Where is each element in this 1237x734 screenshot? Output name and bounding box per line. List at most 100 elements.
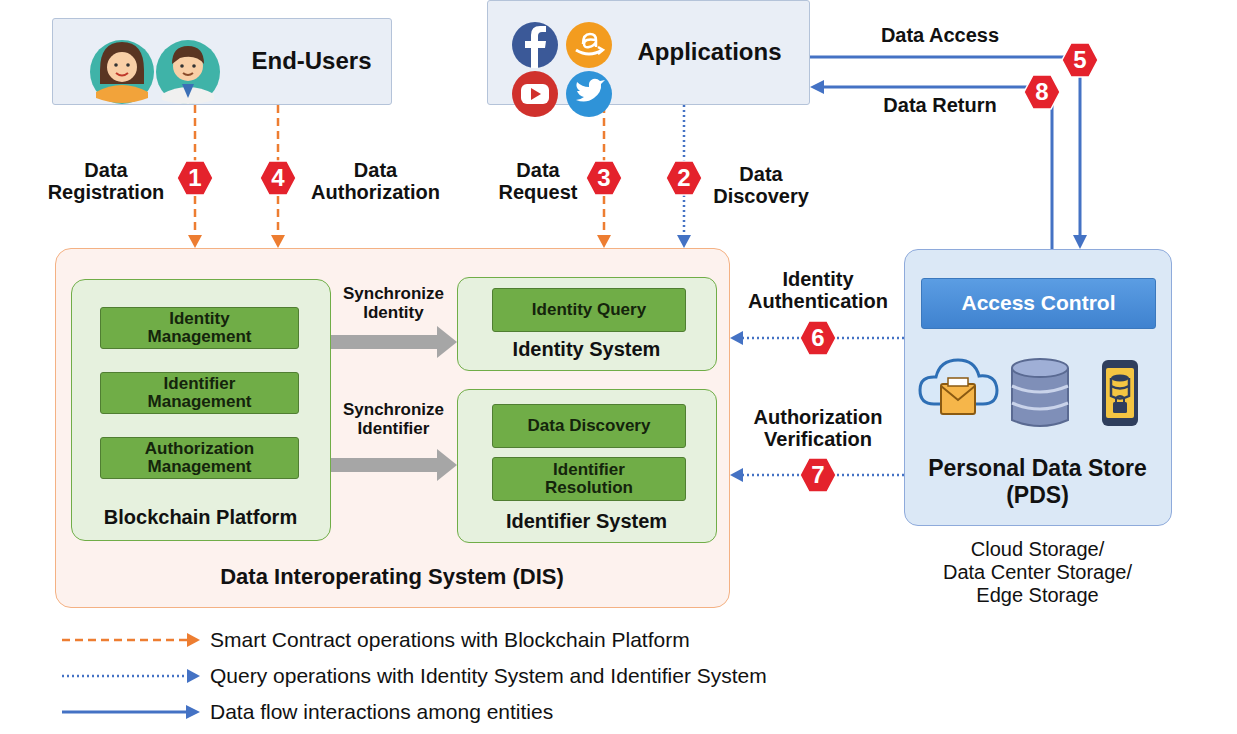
- text-slot: Data Discovery: [522, 404, 656, 448]
- text-slot: Data Interoperating System (DIS): [55, 554, 730, 600]
- caption-line: Edge Storage: [943, 584, 1132, 607]
- text-slot: Identifier Management: [120, 372, 279, 414]
- edge-label-slot: Data Request: [490, 154, 586, 208]
- edge-label-slot: Data Access: [850, 21, 1030, 49]
- text-slot: Cloud Storage/ Data Center Storage/ Edge…: [884, 531, 1192, 615]
- twitter-logo: [566, 71, 612, 117]
- node-title: Personal Data Store (PDS): [918, 455, 1158, 508]
- node-title: Authorization Management: [120, 440, 279, 476]
- edge-label: Data Request: [490, 159, 586, 204]
- text-slot: Identifier Resolution: [522, 457, 656, 501]
- node-title: Blockchain Platform: [104, 506, 297, 529]
- legend-sample: [60, 701, 202, 723]
- callout-number: 3: [597, 165, 610, 192]
- legend-text: Data flow interactions among entities: [210, 700, 553, 724]
- node-title: End-Users: [251, 47, 371, 75]
- text-slot: Authorization Management: [120, 437, 279, 479]
- mobile-storage-icon: [1102, 360, 1138, 426]
- edge-label-slot: Data Discovery: [702, 158, 820, 212]
- module-box: Authorization Management: [100, 437, 299, 479]
- platform-box: Identity ManagementIdentifier Management…: [71, 279, 331, 541]
- edge-label-slot: Data Registration: [36, 154, 176, 208]
- module-box: Data Discovery: [492, 404, 686, 448]
- callout-badge: 7: [799, 456, 837, 494]
- callout-badge: 1: [176, 159, 214, 197]
- node-title: Data Discovery: [528, 417, 651, 435]
- edge-label: Data Discovery: [702, 163, 820, 208]
- access-control-box: Access Control: [921, 278, 1156, 329]
- node-title: Identifier Management: [120, 375, 279, 411]
- node-title: Identity Management: [120, 310, 279, 346]
- node-title: Access Control: [961, 291, 1115, 315]
- node-title: Applications: [637, 38, 781, 66]
- node-title: Data Interoperating System (DIS): [220, 564, 564, 589]
- edge-label: Data Return: [883, 94, 996, 116]
- text-slot: End-Users: [237, 18, 387, 105]
- caption-line: Cloud Storage/: [943, 538, 1132, 561]
- text-slot: Access Control: [921, 278, 1156, 329]
- text-slot: Identity Query: [522, 288, 656, 332]
- edge-label-slot: Synchronize Identifier: [330, 398, 457, 440]
- legend-row: Data flow interactions among entities: [60, 694, 767, 730]
- facebook-logo: [512, 22, 558, 68]
- module-box: Identifier Management: [100, 372, 299, 414]
- callout-number: 6: [811, 325, 824, 352]
- callout-number: 7: [811, 462, 824, 489]
- connector: [824, 87, 1052, 249]
- callout-number: 4: [271, 165, 284, 192]
- text-slot: Applications: [620, 0, 800, 105]
- youtube-logo: [512, 71, 558, 117]
- legend-sample: [60, 665, 202, 687]
- callout-badge: 5: [1061, 41, 1099, 79]
- connector: [331, 458, 437, 472]
- system-box: Identity QueryIdentity System: [457, 277, 717, 371]
- edge-label-slot: Data Return: [850, 91, 1030, 119]
- edge-label: Data Access: [881, 24, 999, 46]
- text-slot: Identity System: [457, 333, 717, 367]
- system-box: Data DiscoveryIdentifier ResolutionIdent…: [457, 389, 717, 543]
- connector: [331, 335, 437, 349]
- edge-label: Identity Authentication: [732, 268, 904, 313]
- database-icon: [1012, 359, 1068, 426]
- node-caption: Cloud Storage/ Data Center Storage/ Edge…: [943, 538, 1132, 607]
- text-slot: Identifier System: [457, 505, 717, 539]
- node-title: Identity Query: [532, 301, 646, 319]
- text-slot: Identity Management: [120, 307, 279, 349]
- edge-label-slot: Data Authorization: [293, 154, 458, 208]
- text-slot: Personal Data Store (PDS): [918, 447, 1158, 517]
- callout-badge: 6: [799, 319, 837, 357]
- edge-label: Authorization Verification: [726, 406, 910, 451]
- callout-number: 8: [1035, 79, 1048, 106]
- node-title: Identifier System: [506, 510, 667, 533]
- callout-number: 1: [188, 165, 201, 192]
- callout-number: 5: [1073, 47, 1086, 74]
- text-slot: Blockchain Platform: [71, 499, 331, 537]
- user-avatar: [156, 40, 220, 104]
- edge-label: Data Authorization: [293, 159, 458, 204]
- callout-badge: 8: [1023, 73, 1061, 111]
- caption-line: Data Center Storage/: [943, 561, 1132, 584]
- edge-label-slot: Identity Authentication: [732, 266, 904, 314]
- callout-badge: 2: [665, 159, 703, 197]
- module-box: Identifier Resolution: [492, 457, 686, 501]
- edge-label-slot: Synchronize Identity: [330, 282, 457, 324]
- edge-label: Data Registration: [36, 159, 176, 204]
- user-avatar: [90, 40, 154, 104]
- callout-badge: 3: [585, 159, 623, 197]
- legend: Smart Contract operations with Blockchai…: [60, 622, 767, 730]
- legend-text: Query operations with Identity System an…: [210, 664, 767, 688]
- callout-badge: 4: [259, 159, 297, 197]
- legend-row: Smart Contract operations with Blockchai…: [60, 622, 767, 658]
- edge-label: Synchronize Identity: [330, 284, 457, 322]
- node-title: Identifier Resolution: [522, 461, 656, 497]
- module-box: Identity Management: [100, 307, 299, 349]
- edge-label-slot: Authorization Verification: [726, 404, 910, 452]
- amazon-logo: [566, 22, 612, 68]
- legend-sample: [60, 629, 202, 651]
- connector: [810, 57, 1080, 235]
- node-title: Identity System: [513, 338, 661, 361]
- module-box: Identity Query: [492, 288, 686, 332]
